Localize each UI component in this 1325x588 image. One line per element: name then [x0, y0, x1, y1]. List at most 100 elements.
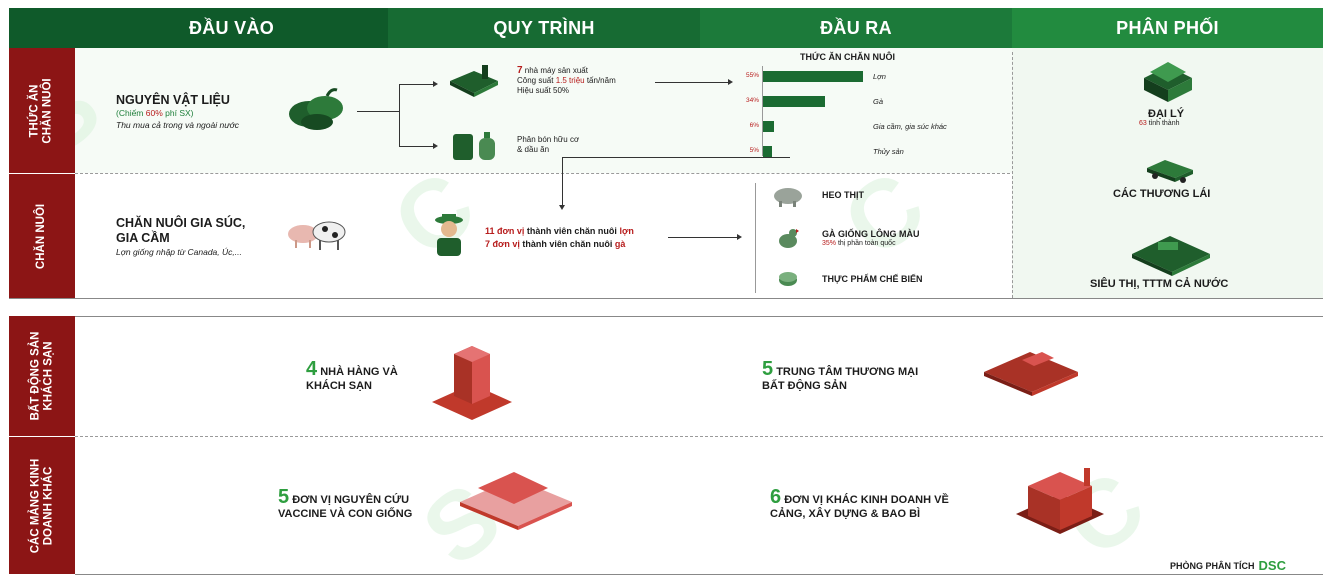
output-bracket: [755, 183, 756, 293]
arrow-head: [559, 205, 565, 210]
arrow-head: [728, 79, 733, 85]
chicken-share-pct: 35%: [822, 240, 837, 247]
side-label-real-estate: BẤT ĐỘNG SẢN KHÁCH SẠN: [9, 316, 75, 436]
connector: [399, 84, 400, 146]
bar: [763, 96, 825, 107]
materials-sub: Thu mua cả trong và ngoài nước: [116, 120, 239, 130]
footer-brand: DSC: [1258, 558, 1286, 573]
livestock-title: CHĂN NUÔI GIA SÚC, GIA CẦM: [116, 216, 245, 246]
chicken-label: GÀ GIỐNG LÔNG MÀU: [822, 229, 920, 239]
truck-icon: [1147, 160, 1193, 183]
members-chicken: 7 đơn vị thành viên chăn nuôi gà: [485, 238, 634, 251]
pork-label: HEO THỊT: [822, 190, 864, 200]
bar: [763, 121, 774, 132]
members-text: 11 đơn vị thành viên chăn nuôi lợn 7 đơn…: [485, 225, 634, 251]
connector: [399, 146, 435, 147]
research-line-1: 5 ĐƠN VỊ NGUYÊN CỨU: [278, 487, 412, 507]
connector: [357, 111, 399, 112]
section-divider: [75, 316, 1323, 317]
vegetables-icon: [289, 88, 343, 130]
section-divider: [75, 574, 1323, 575]
processed-food-icon: [779, 272, 797, 286]
pig-icon: [774, 188, 802, 207]
fertilizer-line-1: Phân bón hữu cơ: [517, 135, 580, 144]
capacity-pre: Công suất: [517, 76, 556, 85]
connector: [668, 237, 738, 238]
connector: [562, 157, 790, 158]
bar-category-label: Thủy sản: [873, 147, 904, 156]
chicken-icon: [779, 229, 799, 248]
header-distribution: PHÂN PHỐI: [1012, 8, 1323, 48]
column-divider: [1012, 52, 1013, 298]
supermarket-icon: [1132, 236, 1210, 276]
header-output: ĐẦU RA: [700, 8, 1012, 48]
row-divider: [75, 173, 1010, 174]
factories-line: 7 nhà máy sản xuất: [517, 66, 616, 76]
livestock-sub: Lợn giống nhập từ Canada, Úc,...: [116, 247, 242, 257]
mall-building-icon: [984, 352, 1078, 396]
chicken-share: 35% thị phần toàn quốc: [822, 240, 896, 247]
materials-note-pre: (Chiếm: [116, 108, 146, 118]
malls-label-1: TRUNG TÂM THƯƠNG MẠI: [776, 366, 919, 378]
footer-text: PHÒNG PHÂN TÍCH: [1170, 560, 1255, 571]
factory-icon: [450, 65, 498, 97]
chart-axis: [762, 66, 763, 156]
agent-num: 63: [1139, 120, 1147, 127]
hotels-text: 4 NHÀ HÀNG VÀ KHÁCH SẠN: [306, 359, 398, 393]
materials-note-post: phí SX): [162, 108, 194, 118]
traders-label: CÁC THƯƠNG LÁI: [1113, 188, 1211, 200]
processed-label: THỰC PHẨM CHẾ BIẾN: [822, 274, 923, 284]
factories-text: 7 nhà máy sản xuất Công suất 1.5 triệu t…: [517, 66, 616, 96]
business-num: 6: [770, 486, 782, 508]
bar-category-label: Lợn: [873, 72, 886, 81]
malls-line-2: BẤT ĐỘNG SẢN: [762, 380, 847, 392]
business-line-1: 6 ĐƠN VỊ KHÁC KINH DOANH VỀ: [770, 487, 949, 507]
bar-value-label: 5%: [749, 147, 759, 154]
capacity-post: tấn/năm: [584, 76, 616, 85]
hotels-num: 4: [306, 358, 318, 380]
connector: [399, 84, 435, 85]
header-process: QUY TRÌNH: [388, 8, 700, 48]
agent-text: tỉnh thành: [1146, 120, 1180, 127]
members-pig: 11 đơn vị thành viên chăn nuôi lợn: [485, 225, 634, 238]
hotels-line-1: 4 NHÀ HÀNG VÀ: [306, 359, 398, 379]
materials-title: NGUYÊN VẬT LIỆU: [116, 93, 230, 107]
side-label-feed: THỨC ĂN CHĂN NUÔI: [9, 48, 75, 173]
capacity-val: 1.5 triệu: [555, 76, 585, 85]
header-spacer: [9, 8, 75, 48]
hotel-building-icon: [432, 346, 512, 420]
side-label-livestock: CHĂN NUÔI: [9, 174, 75, 298]
business-text: 6 ĐƠN VỊ KHÁC KINH DOANH VỀ CẢNG, XÂY DỰ…: [770, 487, 949, 521]
fertilizer-icon: [453, 132, 495, 160]
connector: [655, 82, 730, 83]
chart-title: THỨC ĂN CHĂN NUÔI: [800, 52, 895, 62]
factories-label: nhà máy sản xuất: [522, 66, 588, 75]
bar-value-label: 34%: [745, 97, 759, 104]
members-chicken-num: 7 đơn vị: [485, 239, 520, 249]
materials-note: (Chiếm 60% phí SX): [116, 108, 194, 118]
bar: [763, 146, 772, 157]
members-chicken-animal: gà: [614, 239, 626, 249]
bar-category-label: Gà: [873, 97, 884, 106]
research-num: 5: [278, 486, 290, 508]
malls-text: 5 TRUNG TÂM THƯƠNG MẠI BẤT ĐỘNG SẢN: [762, 359, 919, 393]
bar-value-label: 55%: [745, 72, 759, 79]
footer: PHÒNG PHÂN TÍCH DSC: [1170, 558, 1286, 573]
hotels-line-2: KHÁCH SẠN: [306, 380, 372, 392]
fertilizer-text: Phân bón hữu cơ & dầu ăn: [517, 135, 579, 155]
members-chicken-text: thành viên chăn nuôi: [519, 239, 615, 249]
business-line-2: CẢNG, XÂY DỰNG & BAO BÌ: [770, 508, 921, 520]
bar-value-label: 6%: [749, 122, 759, 129]
bar: [763, 71, 863, 82]
bar-category-label: Gia cầm, gia súc khác: [873, 122, 947, 131]
research-text: 5 ĐƠN VỊ NGUYÊN CỨU VACCINE VÀ CON GIỐNG: [278, 487, 412, 521]
section-divider: [9, 298, 1323, 299]
members-pig-animal: lợn: [619, 226, 634, 236]
livestock-icon: [288, 221, 346, 250]
research-label-1: ĐƠN VỊ NGUYÊN CỨU: [292, 494, 410, 506]
research-building-icon: [460, 472, 572, 530]
header-input: ĐẦU VÀO: [75, 8, 388, 48]
side-label-other: CÁC MẢNG KINH DOANH KHÁC: [9, 437, 75, 574]
supermarkets-label: SIÊU THỊ, TTTM CẢ NƯỚC: [1090, 278, 1229, 290]
arrow-head: [737, 234, 742, 240]
